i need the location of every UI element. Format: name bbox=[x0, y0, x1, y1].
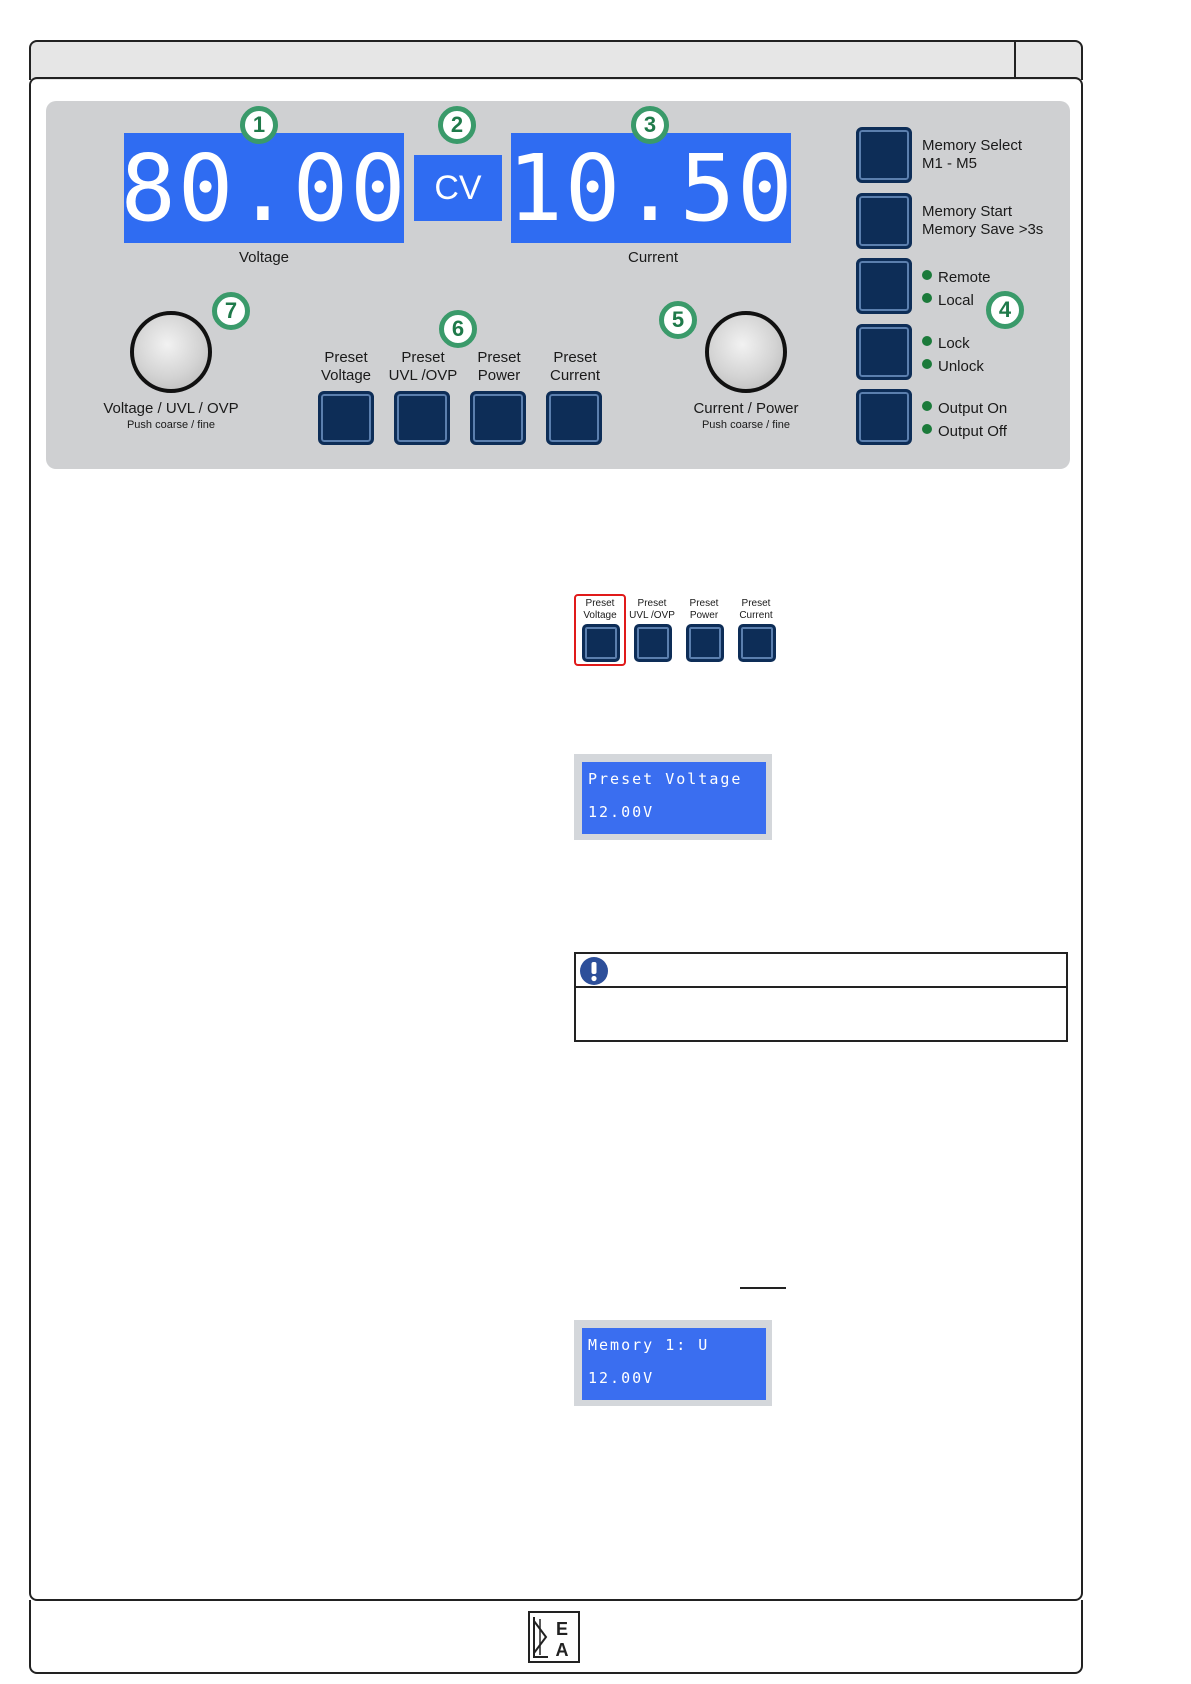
lock-label: Lock bbox=[938, 335, 970, 352]
mini-preset-voltage-button[interactable] bbox=[582, 624, 620, 662]
current-knob[interactable] bbox=[705, 311, 787, 393]
memory-start-button[interactable] bbox=[856, 193, 912, 249]
memory-start-line1: Memory Start bbox=[922, 203, 1013, 220]
preset-voltage-highlight bbox=[574, 594, 626, 666]
callout-1: 1 bbox=[240, 106, 278, 144]
header-divider bbox=[1014, 40, 1016, 78]
preset-uvl-ovp-button[interactable] bbox=[394, 391, 450, 445]
local-label: Local bbox=[938, 292, 974, 309]
lcd-memory-screen: Memory 1: U 12.00V bbox=[582, 1328, 766, 1400]
mini-preset-current-line2: Current bbox=[739, 610, 773, 621]
local-led bbox=[922, 293, 932, 303]
voltage-label: Voltage bbox=[238, 249, 290, 266]
mini-preset-voltage-label: Preset Voltage bbox=[570, 598, 630, 622]
lcd-preset-voltage-line1: Preset Voltage bbox=[588, 770, 743, 788]
callout-6: 6 bbox=[439, 310, 477, 348]
right-knob-label: Current / Power bbox=[693, 400, 799, 417]
right-knob-sublabel: Push coarse / fine bbox=[701, 419, 791, 431]
unlock-label: Unlock bbox=[938, 358, 984, 375]
preset-uvl-ovp-label: Preset UVL /OVP bbox=[381, 349, 465, 385]
mini-preset-voltage-line1: Preset bbox=[585, 598, 615, 609]
output-button[interactable] bbox=[856, 389, 912, 445]
memory-select-button[interactable] bbox=[856, 127, 912, 183]
preset-power-line2: Power bbox=[477, 367, 521, 384]
footer-frame bbox=[29, 1600, 1083, 1674]
mini-preset-current-button[interactable] bbox=[738, 624, 776, 662]
mini-preset-uvl-ovp-button[interactable] bbox=[634, 624, 672, 662]
current-display: 10.50 bbox=[508, 133, 792, 243]
note-box-divider bbox=[574, 986, 1068, 988]
callout-5: 5 bbox=[659, 301, 697, 339]
callout-2: 2 bbox=[438, 106, 476, 144]
output-text: Output On Output Off bbox=[938, 397, 1048, 443]
preset-current-line1: Preset bbox=[553, 349, 597, 366]
ea-logo: E A bbox=[528, 1611, 580, 1663]
left-knob-sublabel: Push coarse / fine bbox=[126, 419, 216, 431]
preset-voltage-line1: Preset bbox=[324, 349, 368, 366]
current-readout: 10.50 bbox=[507, 134, 795, 242]
remote-local-button[interactable] bbox=[856, 258, 912, 314]
svg-text:E: E bbox=[556, 1619, 568, 1639]
callout-7: 7 bbox=[212, 292, 250, 330]
preset-uvl-ovp-line1: Preset bbox=[401, 349, 445, 366]
preset-voltage-label: Preset Voltage bbox=[306, 349, 386, 385]
preset-current-label: Preset Current bbox=[535, 349, 615, 385]
preset-power-button[interactable] bbox=[470, 391, 526, 445]
preset-uvl-ovp-line2: UVL /OVP bbox=[388, 367, 458, 384]
preset-current-line2: Current bbox=[549, 367, 601, 384]
voltage-display: 80.00 bbox=[121, 133, 405, 243]
lcd-memory-line2: 12.00V bbox=[588, 1369, 655, 1387]
lcd-memory-line1: Memory 1: U bbox=[588, 1336, 710, 1354]
output-on-label: Output On bbox=[938, 400, 1008, 417]
mini-preset-current-label: Preset Current bbox=[726, 598, 786, 622]
mini-preset-current-line1: Preset bbox=[741, 598, 771, 609]
current-label: Current bbox=[627, 249, 679, 266]
callout-4: 4 bbox=[986, 291, 1024, 329]
lock-button[interactable] bbox=[856, 324, 912, 380]
short-rule bbox=[740, 1287, 786, 1289]
output-off-led bbox=[922, 424, 932, 434]
preset-power-line1: Preset bbox=[477, 349, 521, 366]
output-off-label: Output Off bbox=[938, 423, 1007, 440]
memory-start-text: Memory Start Memory Save >3s bbox=[922, 203, 1062, 239]
header-frame bbox=[29, 40, 1083, 80]
voltage-readout: 80.00 bbox=[120, 134, 408, 242]
mini-preset-uvl-ovp-label: Preset UVL /OVP bbox=[622, 598, 682, 622]
unlock-led bbox=[922, 359, 932, 369]
remote-led bbox=[922, 270, 932, 280]
mini-preset-voltage-line2: Voltage bbox=[583, 610, 617, 621]
mode-readout: CV bbox=[434, 168, 482, 207]
left-knob-label: Voltage / UVL / OVP bbox=[103, 400, 239, 417]
mini-preset-uvl-ovp-line1: Preset bbox=[637, 598, 667, 609]
remote-label: Remote bbox=[938, 269, 991, 286]
lock-led bbox=[922, 336, 932, 346]
memory-select-line2: M1 - M5 bbox=[922, 155, 978, 172]
remote-local-text: Remote Local bbox=[938, 266, 1038, 312]
preset-voltage-button[interactable] bbox=[318, 391, 374, 445]
voltage-knob[interactable] bbox=[130, 311, 212, 393]
memory-start-line2: Memory Save >3s bbox=[922, 221, 1044, 238]
mini-preset-power-button[interactable] bbox=[686, 624, 724, 662]
svg-text:A: A bbox=[556, 1640, 569, 1660]
note-box bbox=[574, 952, 1068, 1042]
warning-icon bbox=[579, 956, 609, 986]
preset-current-button[interactable] bbox=[546, 391, 602, 445]
lcd-memory: Memory 1: U 12.00V bbox=[574, 1320, 772, 1406]
output-on-led bbox=[922, 401, 932, 411]
mini-preset-uvl-ovp-line2: UVL /OVP bbox=[629, 610, 675, 621]
preset-voltage-line2: Voltage bbox=[320, 367, 372, 384]
mini-preset-power-label: Preset Power bbox=[674, 598, 734, 622]
mode-display: CV bbox=[414, 155, 502, 221]
lcd-preset-voltage-screen: Preset Voltage 12.00V bbox=[582, 762, 766, 834]
mini-preset-power-line2: Power bbox=[689, 610, 719, 621]
preset-power-label: Preset Power bbox=[459, 349, 539, 385]
memory-select-text: Memory Select M1 - M5 bbox=[922, 137, 1062, 173]
memory-select-line1: Memory Select bbox=[922, 137, 1023, 154]
content-frame bbox=[29, 77, 1083, 1601]
lock-text: Lock Unlock bbox=[938, 332, 1038, 378]
mini-preset-power-line1: Preset bbox=[689, 598, 719, 609]
lcd-preset-voltage-line2: 12.00V bbox=[588, 803, 655, 821]
lcd-preset-voltage: Preset Voltage 12.00V bbox=[574, 754, 772, 840]
callout-3: 3 bbox=[631, 106, 669, 144]
